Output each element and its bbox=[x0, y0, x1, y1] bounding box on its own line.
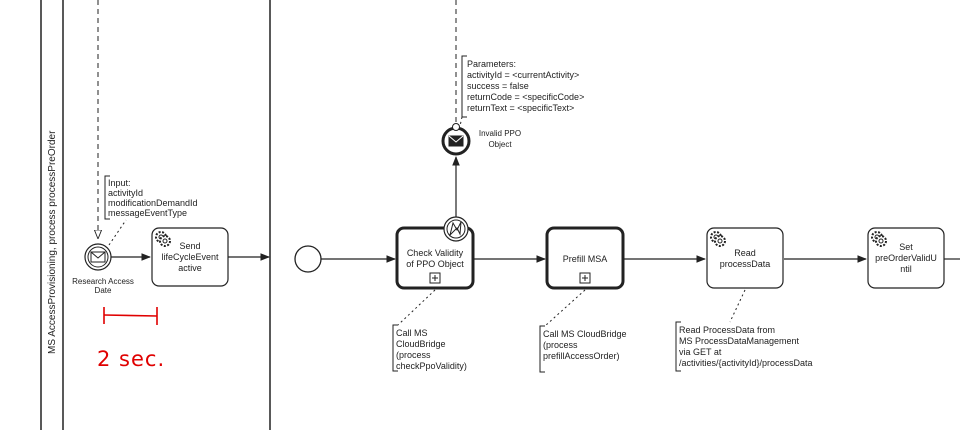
research-access-date-event[interactable] bbox=[84, 243, 112, 271]
annotation-line: returnCode = <specificCode> bbox=[467, 92, 584, 102]
task-label: of PPO Object bbox=[406, 259, 464, 269]
subprocess-plus-icon bbox=[429, 272, 441, 284]
invalid-ppo-object-event[interactable] bbox=[441, 123, 471, 156]
task-label: lifeCycleEvent bbox=[161, 252, 219, 262]
task-label: Send bbox=[179, 241, 200, 251]
handwritten-time-marker bbox=[103, 307, 158, 325]
input-annotation: Input: activityId modificationDemandId m… bbox=[104, 175, 198, 220]
lane-label: MS AccessProvisioning, process processPr… bbox=[47, 130, 58, 354]
task-label: preOrderValidU bbox=[875, 253, 937, 263]
error-boundary-event[interactable] bbox=[443, 216, 469, 242]
annotation-line: messageEventType bbox=[108, 208, 187, 218]
task-label: ntil bbox=[900, 264, 912, 274]
association bbox=[459, 116, 463, 127]
task-label: Read bbox=[734, 248, 756, 258]
envelope-filled-icon bbox=[448, 135, 464, 147]
task-send-lifecycle-event[interactable]: Send lifeCycleEvent active bbox=[151, 227, 229, 287]
annotation-line: returnText = <specificText> bbox=[467, 103, 574, 113]
envelope-icon bbox=[90, 251, 106, 263]
annotation-line: prefillAccessOrder) bbox=[543, 351, 620, 361]
parameters-annotation: Parameters: activityId = <currentActivit… bbox=[461, 55, 584, 118]
task-set-preorder-valid-until[interactable]: Set preOrderValidU ntil bbox=[867, 227, 945, 289]
event-label: Date bbox=[95, 286, 112, 295]
task-read-process-data[interactable]: Read processData bbox=[706, 227, 784, 289]
annotation-line: modificationDemandId bbox=[108, 198, 198, 208]
task-label: active bbox=[178, 263, 202, 273]
annotation-line: Parameters: bbox=[467, 59, 516, 69]
subprocess-plus-icon bbox=[579, 272, 591, 284]
event-label: Invalid PPO bbox=[479, 129, 521, 138]
event-label: Research Access bbox=[72, 277, 134, 286]
gear-icon bbox=[155, 231, 171, 247]
task-label: Prefill MSA bbox=[563, 254, 608, 264]
annotation-line: Input: bbox=[108, 178, 131, 188]
subprocess-prefill-msa[interactable]: Prefill MSA bbox=[545, 226, 625, 290]
annotation-line: via GET at bbox=[679, 347, 722, 357]
association-input bbox=[108, 219, 127, 246]
gear-icon bbox=[871, 231, 887, 247]
prefill-annotation: Call MS CloudBridge (process prefillAcce… bbox=[539, 325, 627, 373]
error-lightning-icon bbox=[449, 221, 462, 237]
annotation-line: activityId = <currentActivity> bbox=[467, 70, 579, 80]
task-label: Check Validity bbox=[407, 248, 464, 258]
association bbox=[397, 289, 436, 326]
handwritten-note: 2 sec. bbox=[97, 347, 165, 371]
annotation-line: (process bbox=[396, 350, 431, 360]
annotation-line: (process bbox=[543, 340, 578, 350]
annotation-line: /activities/{activityId}/processData bbox=[679, 358, 813, 368]
check-annotation: Call MS CloudBridge (process checkPpoVal… bbox=[392, 324, 467, 372]
event-label: Object bbox=[488, 140, 512, 149]
task-label: processData bbox=[720, 259, 771, 269]
annotation-line: CloudBridge bbox=[396, 339, 446, 349]
annotation-line: activityId bbox=[108, 188, 143, 198]
association bbox=[544, 289, 586, 327]
annotation-line: Call MS CloudBridge bbox=[543, 329, 627, 339]
annotation-line: checkPpoValidity) bbox=[396, 361, 467, 371]
subprocess-check-validity[interactable]: Check Validity of PPO Object bbox=[395, 226, 475, 290]
annotation-line: MS ProcessDataManagement bbox=[679, 336, 800, 346]
task-label: Set bbox=[899, 242, 913, 252]
gear-icon bbox=[710, 231, 726, 247]
annotation-line: Read ProcessData from bbox=[679, 325, 775, 335]
annotation-line: Call MS bbox=[396, 328, 428, 338]
start-event[interactable] bbox=[294, 245, 322, 273]
read-annotation: Read ProcessData from MS ProcessDataMana… bbox=[675, 321, 813, 372]
annotation-line: success = false bbox=[467, 81, 529, 91]
association bbox=[729, 289, 746, 323]
